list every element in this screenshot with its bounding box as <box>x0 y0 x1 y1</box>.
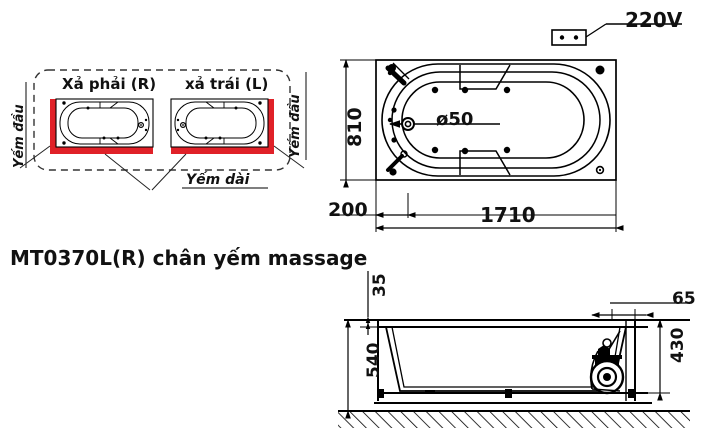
inset-leader-left-head <box>19 145 51 169</box>
top-view-corner-bolt <box>389 168 397 176</box>
dim-label-35: 35 <box>370 273 390 297</box>
inset-tub-rim-right <box>174 101 265 145</box>
inset-jet <box>258 141 262 145</box>
elevation-tub-body <box>385 326 627 392</box>
dim-label-65: 65 <box>672 289 696 309</box>
top-view-jet <box>431 86 439 94</box>
inset-jet <box>144 118 148 122</box>
elevation-foot <box>505 389 512 398</box>
top-view-jet <box>391 137 397 143</box>
top-view-jet <box>503 86 511 94</box>
dim-label-1710: 1710 <box>480 203 536 227</box>
apron-head-right-fill <box>265 99 274 154</box>
inset-jet <box>204 136 208 140</box>
top-view-jet <box>391 107 397 113</box>
top-view-jet <box>387 117 393 123</box>
inset-jet <box>116 136 120 140</box>
label-apron-long: Yếm dài <box>186 172 250 188</box>
inset-tub-right-drain <box>19 98 154 191</box>
apron-long-bottom-fill-left <box>50 145 153 154</box>
top-view-corner-bolt <box>595 65 605 75</box>
inset-jet <box>86 106 90 110</box>
dim-length-1710 <box>375 180 624 232</box>
elevation-foot <box>628 389 635 398</box>
top-view-tub-outline <box>375 59 617 181</box>
dim-label-drain-diameter: ø50 <box>436 109 474 130</box>
dim-width-810 <box>340 59 376 188</box>
inset-jet <box>258 101 262 105</box>
dim-label-810: 810 <box>344 107 366 147</box>
top-view-corner-bolt <box>388 64 396 72</box>
elevation-svg <box>338 271 690 428</box>
inset-drain-icon <box>138 121 145 128</box>
inset-leader-left-long <box>104 153 151 191</box>
dim-pump-height-430 <box>648 319 670 401</box>
inset-tub-rim-left <box>59 101 150 145</box>
inset-tub-notch-top-left <box>99 101 119 109</box>
elevation-brace <box>425 390 435 394</box>
inset-drain-dot <box>140 124 142 126</box>
top-view-jet <box>461 147 469 155</box>
dim-offset-200 <box>330 193 616 218</box>
top-view-ledge-bottom <box>459 150 511 176</box>
label-socket-220v: 220V <box>625 8 683 32</box>
top-view-corner-bolt-dot <box>598 168 602 172</box>
inset-jet <box>144 128 148 132</box>
inset-tub-notch-top-right <box>205 101 225 109</box>
dim-rim-35 <box>360 271 392 335</box>
inset-tub-left-drain <box>151 98 305 191</box>
inset-svg <box>19 69 307 191</box>
apron-head-left-fill <box>50 99 59 154</box>
inset-leader-right-head <box>273 145 305 169</box>
elevation-view-diagram <box>330 265 704 443</box>
elevation-ground-hatch <box>338 411 690 428</box>
top-view-diagram <box>330 10 704 250</box>
inset-leader-right-long <box>151 153 187 191</box>
top-view-corner-bolt <box>595 165 605 175</box>
inset-drain-icon <box>180 121 187 128</box>
top-view-jet <box>503 146 511 154</box>
top-view-jet <box>431 146 439 154</box>
inset-apron-diagram <box>0 40 320 240</box>
inset-jet <box>102 136 106 140</box>
pump-motor-assembly <box>589 330 625 395</box>
inset-jet <box>62 101 66 105</box>
top-view-drain <box>388 117 500 131</box>
socket-220v-icon <box>551 23 682 46</box>
elevation-foot <box>377 389 384 398</box>
page-title: MT0370L(R) chân yếm massage <box>10 246 368 270</box>
elevation-tub-body-inner <box>391 326 621 388</box>
dim-pump-width-65 <box>591 302 690 321</box>
inset-drain-dot <box>182 124 184 126</box>
top-view-svg <box>330 23 682 232</box>
inset-dashed-border <box>33 69 291 171</box>
inset-jet <box>234 106 238 110</box>
top-view-jet <box>461 86 469 94</box>
label-apron-head-right: Yếm đầu <box>288 94 303 158</box>
top-view-basin <box>401 81 585 159</box>
dim-label-200: 200 <box>328 199 368 221</box>
inset-jet <box>176 128 180 132</box>
inset-jet <box>218 136 222 140</box>
inset-heading-right-drain: Xả phải (R) <box>62 75 157 93</box>
inset-jet <box>176 118 180 122</box>
inset-heading-left-drain: xả trái (L) <box>185 75 269 93</box>
dim-label-430: 430 <box>668 327 688 364</box>
top-view-faucet-bottom <box>386 150 408 172</box>
top-view-ledge-top <box>459 64 511 90</box>
label-apron-head-left: Yếm đầu <box>12 104 27 168</box>
dim-label-540: 540 <box>364 342 384 379</box>
top-view-rim-outer <box>381 63 611 177</box>
inset-jet <box>62 141 66 145</box>
apron-long-bottom-fill-right <box>171 145 274 154</box>
